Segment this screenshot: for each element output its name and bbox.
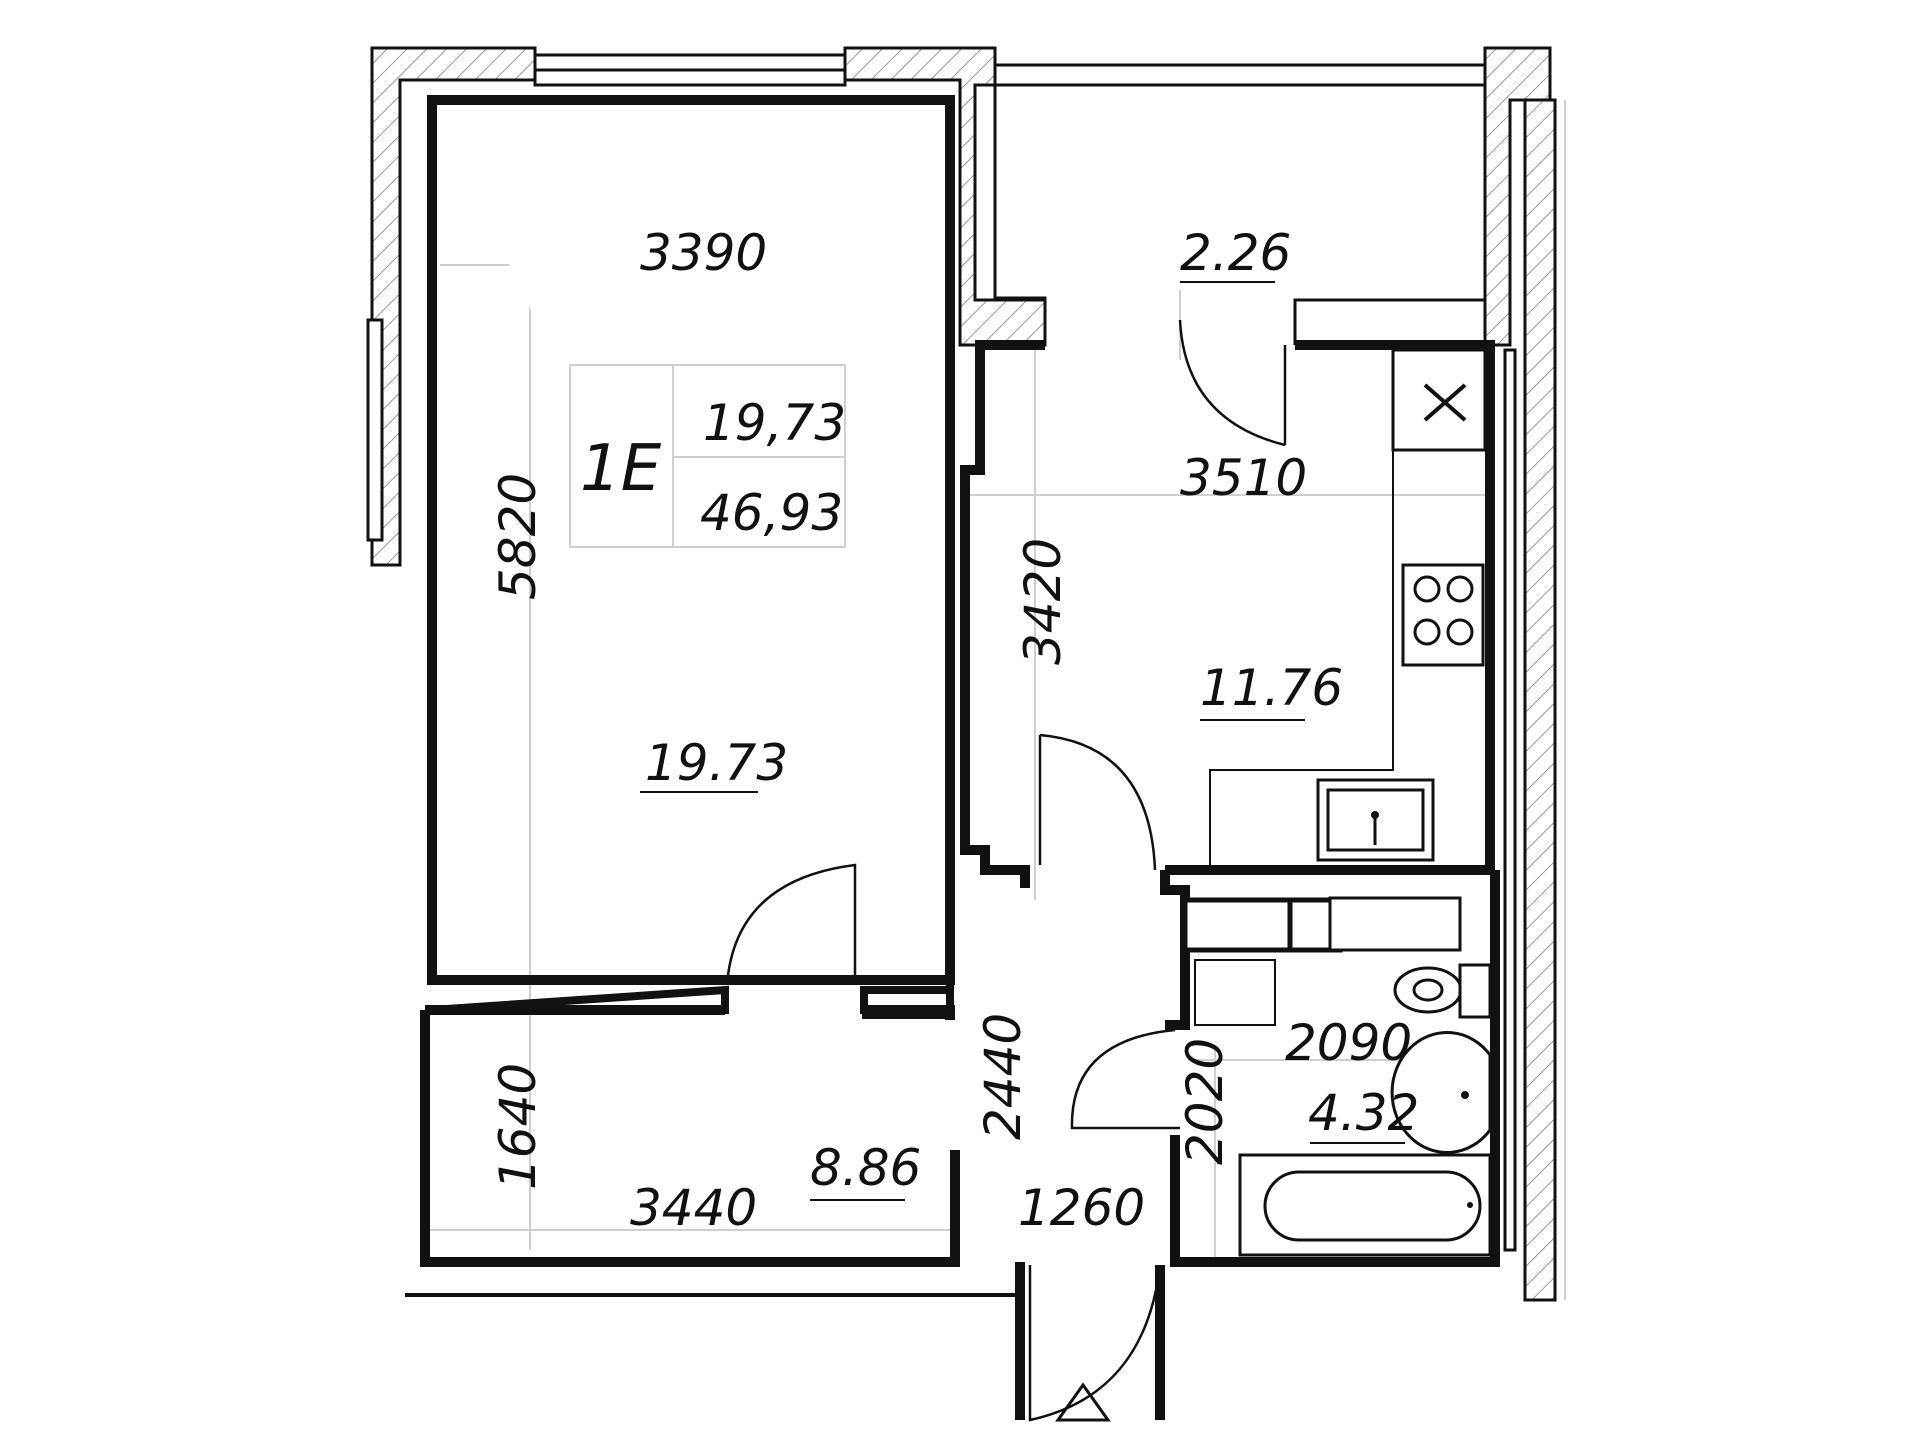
outer-wall-top-left xyxy=(370,46,537,567)
kitchen-sink-icon xyxy=(1316,778,1435,862)
bathroom-walls xyxy=(1160,870,1500,1267)
kitchen-area: 11.76 xyxy=(1200,659,1343,717)
balcony-top-rail xyxy=(993,63,1487,87)
hallway-walls xyxy=(420,1005,1165,1420)
bathroom-area: 4.32 xyxy=(1308,1084,1419,1142)
hall-door-arc xyxy=(1039,733,1157,871)
hallway xyxy=(405,863,1165,1422)
cooktop-icon xyxy=(1401,563,1485,667)
balcony xyxy=(993,63,1487,345)
kitchen-width: 3510 xyxy=(1180,449,1307,507)
living-door-arc xyxy=(725,863,857,986)
apartment-code: 1E xyxy=(580,432,662,506)
living-room-height: 5820 xyxy=(489,473,547,600)
labels: 3390 2.26 1E 19,73 46,93 3510 11.76 19.7… xyxy=(489,224,1419,1237)
balcony-area: 2.26 xyxy=(1180,224,1291,282)
living-window-left xyxy=(366,318,384,542)
apartment-total-area: 46,93 xyxy=(700,484,843,542)
washbasin-icon xyxy=(1390,1031,1492,1154)
washing-machine-icon xyxy=(1182,897,1293,953)
vent-shaft xyxy=(1391,348,1487,452)
living-room-area: 19.73 xyxy=(645,734,788,792)
hallway-width: 3440 xyxy=(630,1179,757,1237)
entrance-triangle-icon xyxy=(1055,1382,1111,1422)
kitchen-walls xyxy=(960,340,1495,888)
toilet-icon xyxy=(1393,963,1492,1019)
entry-width: 1260 xyxy=(1018,1179,1145,1237)
outer-walls xyxy=(366,46,1552,567)
hallway-area: 8.86 xyxy=(810,1139,921,1197)
kitchen-door-arc xyxy=(1178,319,1286,447)
balcony-wall-right xyxy=(1293,85,1487,345)
kitchen-counter xyxy=(1209,450,1394,865)
bathroom-width: 2090 xyxy=(1285,1014,1412,1072)
dryer-unit xyxy=(1328,896,1462,952)
hallway-height: 1640 xyxy=(489,1063,547,1190)
bathroom xyxy=(1070,870,1500,1267)
kitchen-height: 3420 xyxy=(1014,538,1072,665)
entry-door-arc xyxy=(1028,1264,1162,1422)
apartment-info-box xyxy=(569,364,846,548)
living-room-width: 3390 xyxy=(640,224,767,282)
bathroom-door-arc xyxy=(1070,1028,1180,1130)
apartment-living-area: 19,73 xyxy=(703,394,846,452)
living-room-outline xyxy=(427,95,955,985)
bathtub-icon xyxy=(1238,1153,1492,1257)
living-room xyxy=(427,95,955,1019)
outer-wall-right xyxy=(1503,98,1557,1302)
hallway-extra-height: 2440 xyxy=(974,1013,1032,1140)
bathroom-height: 2020 xyxy=(1176,1038,1234,1165)
outer-wall-top-right xyxy=(843,46,1047,347)
vent-cross-icon xyxy=(1423,383,1467,422)
kitchen xyxy=(960,319,1495,888)
